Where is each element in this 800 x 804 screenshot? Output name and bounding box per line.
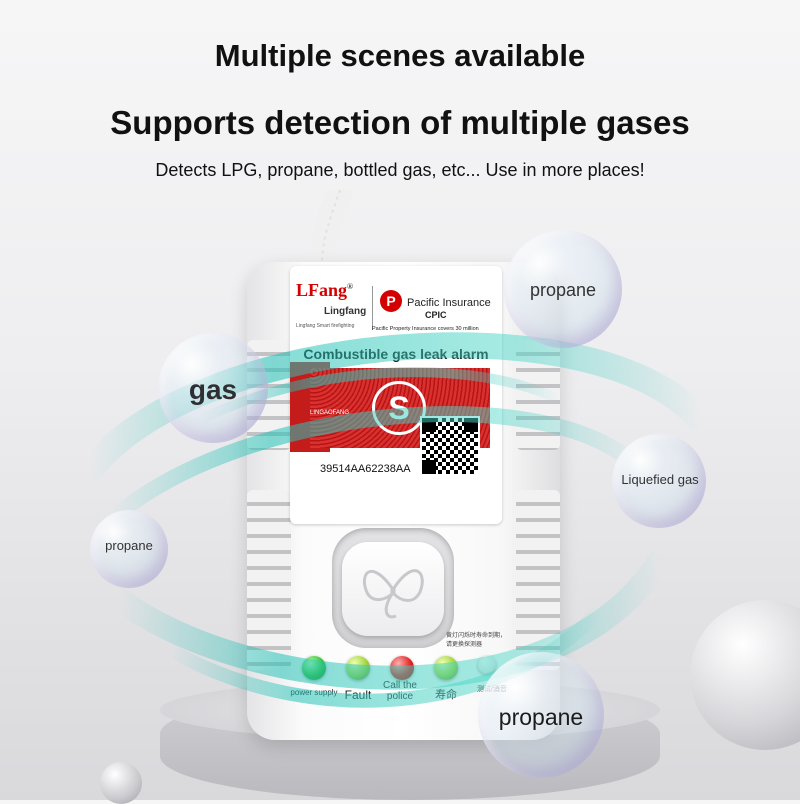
led-fault — [346, 656, 370, 680]
insurance-logo-icon: P — [380, 290, 402, 312]
bubble-propane-left — [90, 510, 168, 588]
decor-sphere-large — [690, 600, 800, 750]
bubble-label-gas: gas — [188, 374, 238, 405]
vent-right-upper — [516, 340, 560, 450]
button-note: 黄灯闪烁时寿命到期，请更换探测器 — [446, 633, 507, 648]
label-divider — [372, 286, 373, 330]
s-badge-icon: S — [372, 381, 426, 435]
bubble-label-liquefied-gas: Liquefied gas — [621, 472, 699, 487]
product-label: LFang® Lingfang Lingfang Smart firefight… — [290, 266, 502, 524]
brand-name: Lingfang — [324, 306, 367, 317]
serial-number: 39514AA62238AA — [320, 463, 411, 475]
insurance-code: CPIC — [425, 310, 447, 320]
label-fault: Fault — [344, 688, 372, 702]
led-power — [302, 656, 326, 680]
description: Detects LPG, propane, bottled gas, etc..… — [155, 160, 645, 180]
alarm-title: Combustible gas leak alarm — [303, 346, 489, 362]
label-life: 寿命 — [435, 689, 457, 701]
led-alarm — [390, 656, 414, 680]
bubble-label-propane-top: propane — [529, 280, 597, 300]
vent-right-lower — [516, 490, 560, 670]
bubble-propane-bottom — [478, 652, 604, 778]
bubble-gas — [158, 333, 268, 443]
test-mute-button[interactable] — [478, 656, 496, 674]
subheadline: Supports detection of multiple gases — [110, 104, 690, 141]
bubble-label-propane-bottom: propane — [498, 704, 584, 730]
bubble-liquefied-gas — [612, 434, 706, 528]
qr-code-icon — [420, 416, 480, 476]
label-power-supply: power supply — [290, 688, 338, 697]
bubble-propane-top-right — [504, 230, 622, 348]
headline: Multiple scenes available — [214, 38, 586, 73]
bubble-label-propane-left: propane — [105, 538, 153, 553]
decor-sphere-small — [100, 762, 142, 804]
vent-left-lower — [247, 490, 291, 670]
panel-text: LINGAOFANG — [310, 410, 350, 416]
brand-slogan: Lingfang Smart firefighting — [296, 323, 355, 329]
brand-logo: LFang® — [296, 280, 353, 300]
insurance-name: Pacific Insurance — [407, 297, 491, 309]
label-call-police: Call the police — [383, 680, 417, 702]
butterfly-icon — [363, 569, 424, 619]
led-life — [434, 656, 458, 680]
insurance-coverage: Pacific Property Insurance covers 30 mil… — [372, 326, 479, 332]
